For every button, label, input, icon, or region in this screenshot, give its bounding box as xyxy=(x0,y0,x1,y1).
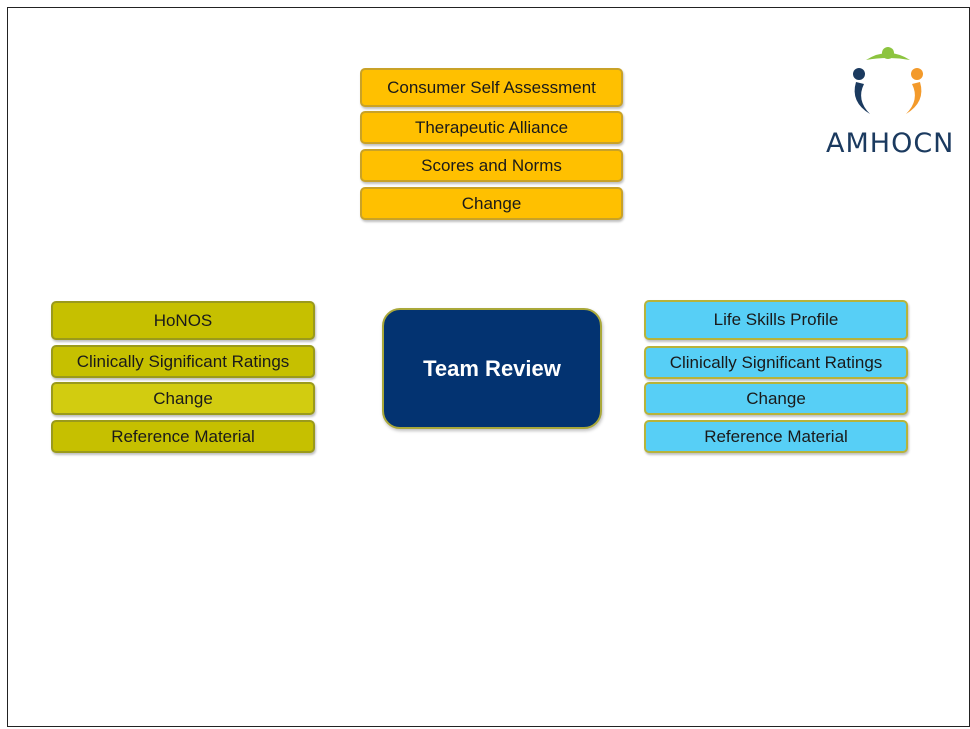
consumer-self-assessment-button[interactable]: Consumer Self Assessment xyxy=(360,68,623,107)
right-change-button[interactable]: Change xyxy=(644,382,908,415)
amhocn-logo: AMHOCN xyxy=(826,44,955,169)
honos-button[interactable]: HoNOS xyxy=(51,301,315,340)
top-change-button[interactable]: Change xyxy=(360,187,623,220)
left-reference-material-button[interactable]: Reference Material xyxy=(51,420,315,453)
right-clinically-significant-ratings-button[interactable]: Clinically Significant Ratings xyxy=(644,346,908,379)
team-review-box[interactable]: Team Review xyxy=(382,308,602,429)
therapeutic-alliance-button[interactable]: Therapeutic Alliance xyxy=(360,111,623,144)
logo-text: AMHOCN xyxy=(826,128,955,159)
left-change-button[interactable]: Change xyxy=(51,382,315,415)
life-skills-profile-button[interactable]: Life Skills Profile xyxy=(644,300,908,340)
left-clinically-significant-ratings-button[interactable]: Clinically Significant Ratings xyxy=(51,345,315,378)
scores-and-norms-button[interactable]: Scores and Norms xyxy=(360,149,623,182)
right-reference-material-button[interactable]: Reference Material xyxy=(644,420,908,453)
people-circle-icon xyxy=(853,47,923,114)
